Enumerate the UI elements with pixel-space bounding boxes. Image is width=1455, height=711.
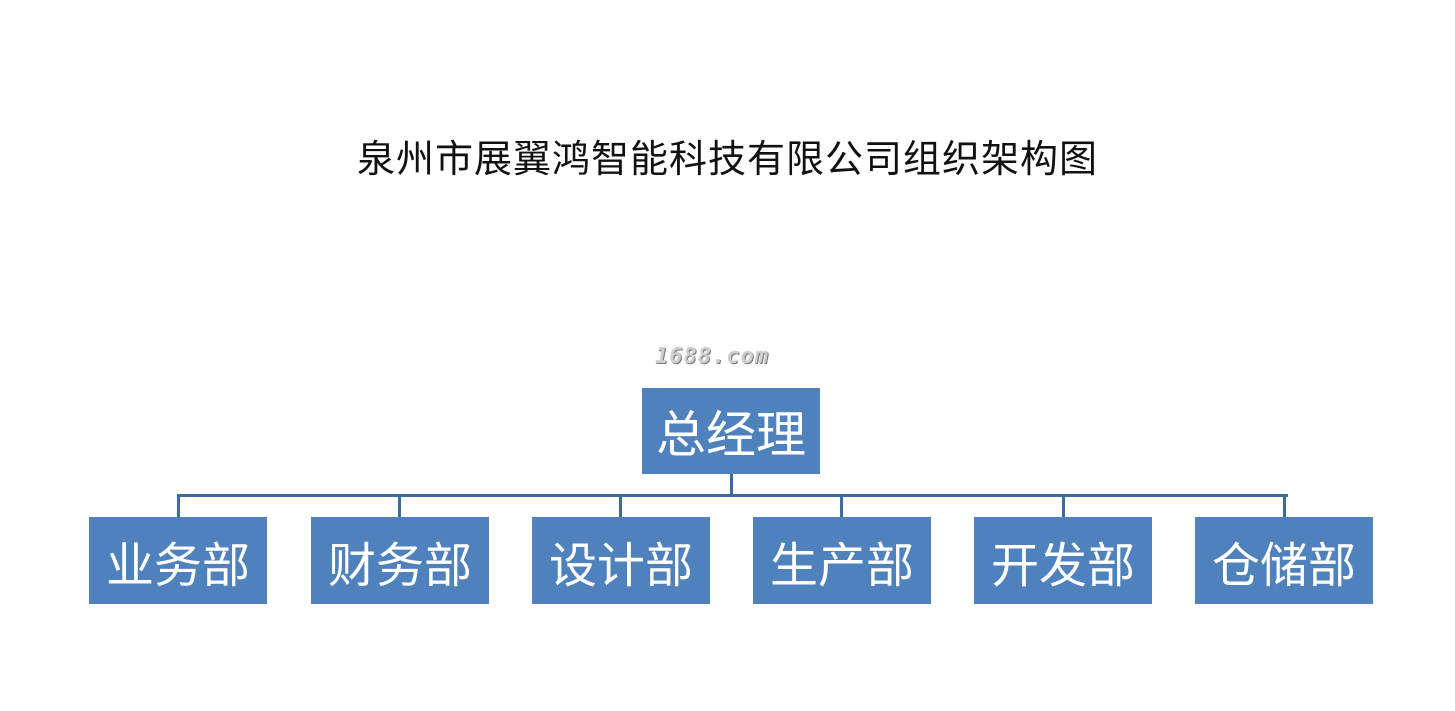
connector-horizontal-bus xyxy=(177,494,1288,497)
node-design-dept: 设计部 xyxy=(532,517,710,604)
connector-root-down xyxy=(730,474,733,496)
watermark: 1688.com xyxy=(655,344,769,369)
node-sales-dept: 业务部 xyxy=(89,517,267,604)
connector-drop-3 xyxy=(619,494,622,517)
node-warehouse-dept: 仓储部 xyxy=(1195,517,1373,604)
connector-drop-6 xyxy=(1283,494,1286,517)
connector-drop-2 xyxy=(398,494,401,517)
node-finance-dept: 财务部 xyxy=(311,517,489,604)
node-production-dept: 生产部 xyxy=(753,517,931,604)
node-general-manager: 总经理 xyxy=(642,388,820,474)
connector-drop-1 xyxy=(177,494,180,517)
page-title: 泉州市展翼鸿智能科技有限公司组织架构图 xyxy=(356,137,1098,181)
connector-drop-4 xyxy=(840,494,843,517)
connector-drop-5 xyxy=(1062,494,1065,517)
node-development-dept: 开发部 xyxy=(974,517,1152,604)
